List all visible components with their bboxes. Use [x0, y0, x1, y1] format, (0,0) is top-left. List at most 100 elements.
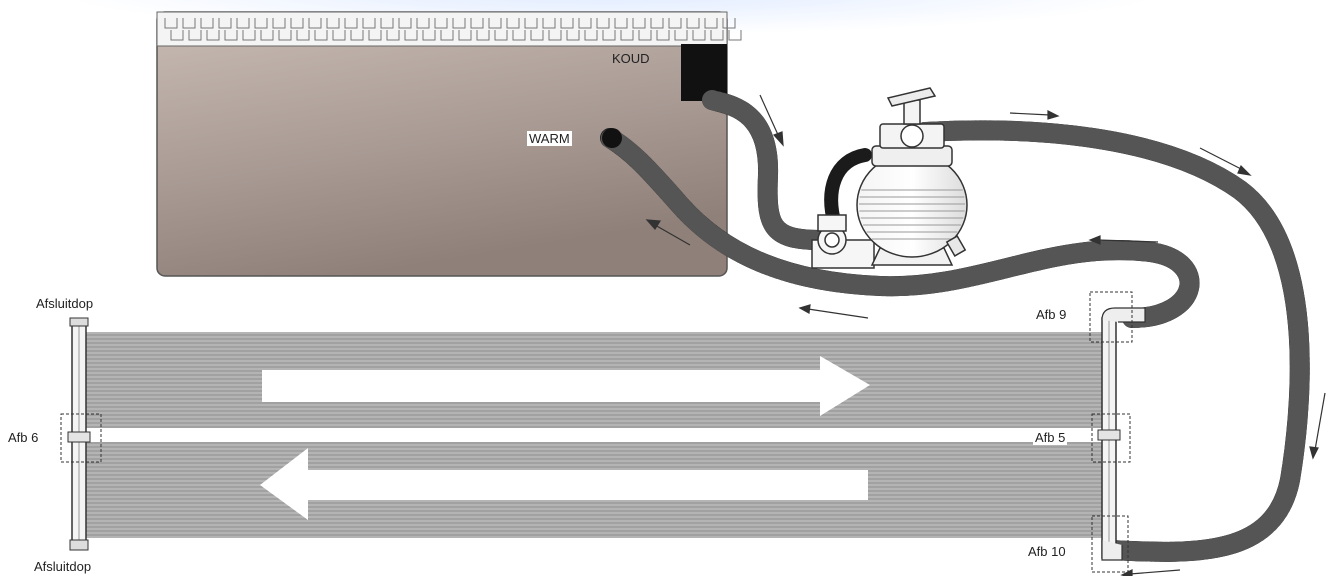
pool-wall-tile — [452, 18, 466, 29]
pool-wall-tile — [170, 30, 184, 41]
arrow-left-lower — [798, 304, 869, 319]
pool-wall-tile — [476, 30, 490, 41]
pool-wall-tile — [488, 18, 502, 29]
pool-wall-tile — [254, 18, 268, 29]
end-cap-top-label: Afsluitdop — [36, 296, 94, 311]
pool-wall-tile — [296, 30, 310, 41]
pool-wall-tile — [380, 18, 394, 29]
connector-left-icon — [67, 431, 91, 443]
pool-wall-tile — [602, 30, 616, 41]
flow-arrow-right-icon — [262, 356, 870, 416]
pool-wall-tile — [398, 18, 412, 29]
pool-wall-tile — [674, 30, 688, 41]
pool-wall-tile — [632, 18, 646, 29]
pool-wall-tile — [332, 30, 346, 41]
hose-cold-ribs — [702, 90, 830, 250]
tank-stripes — [859, 189, 965, 240]
detail-box-afb5 — [1091, 413, 1131, 463]
cold-inlet-block-icon — [681, 44, 727, 101]
figure-5-label: Afb 5 — [1033, 430, 1068, 445]
pool-wall-tile — [692, 30, 706, 41]
pool-wall-tile — [704, 18, 718, 29]
pool-wall-tile — [224, 30, 238, 41]
hoses — [600, 90, 1310, 562]
pool-wall-tile — [434, 18, 448, 29]
pool-wall-tile — [314, 30, 328, 41]
pool-wall-tile — [614, 18, 628, 29]
pool-wall-tile — [494, 30, 508, 41]
arrow-bottom-left — [1120, 569, 1181, 576]
pool-wall-tile — [578, 18, 592, 29]
pool-wall-tile — [560, 18, 574, 29]
pool-wall-tile — [422, 30, 436, 41]
end-cap-bottom-label: Afsluitdop — [34, 559, 92, 574]
pool-icon — [156, 11, 742, 277]
pool-wall-tile — [188, 30, 202, 41]
pool-wall-tile — [638, 30, 652, 41]
pool-wall-tile — [404, 30, 418, 41]
detail-box-afb6 — [60, 413, 102, 463]
hose-pump-ribs — [915, 120, 1310, 562]
pool-wall-tile — [512, 30, 526, 41]
solar-panel-icon — [67, 307, 1146, 561]
pool-wall-tile — [710, 30, 724, 41]
pool-wall-tile — [620, 30, 634, 41]
end-cap-top-icon — [69, 317, 89, 327]
hose-warm-ribs — [600, 128, 1200, 328]
pool-wall-tile — [278, 30, 292, 41]
pool-wall-tile — [668, 18, 682, 29]
pool-wall-tile — [596, 18, 610, 29]
arrow-down-right — [1309, 392, 1326, 460]
pool-wall-tile — [290, 18, 304, 29]
pool-wall-tile — [722, 18, 736, 29]
flow-direction-arrows — [645, 94, 1326, 576]
end-cap-bottom-icon — [69, 539, 89, 551]
pool-wall-tile — [182, 18, 196, 29]
pool-wall-tile — [686, 18, 700, 29]
pool-wall-tile — [236, 18, 250, 29]
pool-wall-tile — [164, 18, 178, 29]
pool-wall-tile — [458, 30, 472, 41]
pool-wall-tile — [566, 30, 580, 41]
flow-arrow-left-icon — [260, 448, 868, 520]
arrow-top-right — [1009, 110, 1060, 120]
pool-wall-tile — [272, 18, 286, 29]
pool-wall-tile — [344, 18, 358, 29]
pool-wall-tile — [524, 18, 538, 29]
pool-wall-tile — [242, 30, 256, 41]
figure-6-label: Afb 6 — [6, 430, 41, 445]
pool-wall-tile — [260, 30, 274, 41]
pool-wall-tile — [440, 30, 454, 41]
pool-wall-tile — [362, 18, 376, 29]
pool-wall-tile — [584, 30, 598, 41]
pool-wall-tile — [326, 18, 340, 29]
warm-label: WARM — [527, 131, 572, 146]
arrow-back-left — [1088, 235, 1159, 245]
pool-wall-tile — [548, 30, 562, 41]
figure-9-label: Afb 9 — [1034, 307, 1069, 322]
pool-wall-tile — [416, 18, 430, 29]
sand-filter-pump-icon — [811, 87, 968, 269]
elbow-top-icon — [1101, 307, 1146, 323]
pool-wall-tile — [308, 18, 322, 29]
pool-wall-tile — [542, 18, 556, 29]
pool-wall-tile — [530, 30, 544, 41]
warm-outlet-fitting-icon — [602, 128, 622, 148]
pool-wall-tile — [656, 30, 670, 41]
pool-wall-tile — [350, 30, 364, 41]
pool-wall-tile — [368, 30, 382, 41]
detail-box-afb10 — [1091, 515, 1129, 573]
pool-wall-tile — [728, 30, 742, 41]
figure-10-label: Afb 10 — [1026, 544, 1068, 559]
panel-gap — [86, 428, 1102, 442]
detail-boxes — [60, 291, 1133, 573]
pool-wall-tile — [650, 18, 664, 29]
pool-wall-tile — [506, 18, 520, 29]
arrow-diag-right — [1199, 147, 1252, 176]
pool-wall-tile — [218, 18, 232, 29]
elbow-bottom-icon — [1101, 540, 1123, 561]
connector-right-icon — [1097, 429, 1121, 441]
arrow-cold-down — [759, 94, 784, 147]
pool-wall-tile — [386, 30, 400, 41]
